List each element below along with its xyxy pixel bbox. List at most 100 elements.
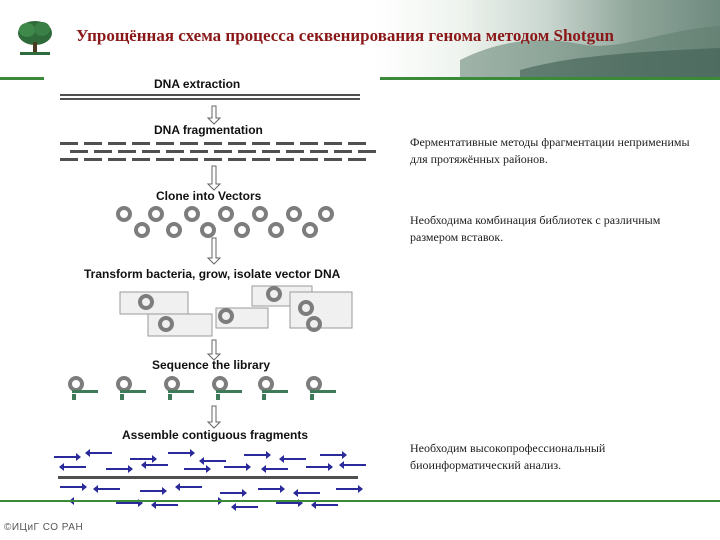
bacteria-cell xyxy=(147,313,213,337)
dna-fragment xyxy=(252,142,270,145)
dna-fragment xyxy=(348,158,366,161)
fragment-arrow-head xyxy=(141,461,146,469)
plasmid-icon xyxy=(268,222,284,238)
dna-fragment xyxy=(324,142,342,145)
dna-fragment xyxy=(276,158,294,161)
dna-fragment xyxy=(190,150,208,153)
plasmid-icon xyxy=(298,300,314,316)
dna-fragment xyxy=(84,142,102,145)
plasmid-icon xyxy=(68,376,84,392)
fragment-arrow-head xyxy=(311,501,316,509)
fragment-arrow-head xyxy=(231,503,236,511)
down-arrow-icon xyxy=(206,105,222,125)
fragment-arrow-head xyxy=(261,465,266,473)
plasmid-icon xyxy=(218,308,234,324)
diagram-shapes xyxy=(54,94,376,511)
fragment-arrow-shaft xyxy=(168,452,190,454)
step-label-transform-bacteria: Transform bacteria, grow, isolate vector… xyxy=(84,267,341,281)
dna-fragment xyxy=(180,142,198,145)
sequence-read xyxy=(216,390,242,393)
fragment-arrow-shaft xyxy=(344,464,366,466)
dna-fragment xyxy=(166,150,184,153)
dna-fragment xyxy=(348,142,366,145)
dna-fragment xyxy=(252,158,270,161)
plasmid-icon xyxy=(158,316,174,332)
dna-fragment xyxy=(238,150,256,153)
dna-fragment xyxy=(262,150,280,153)
slide-title: Упрощённая схема процесса секвенирования… xyxy=(76,26,614,45)
fragment-arrow-head xyxy=(339,461,344,469)
plasmid-icon xyxy=(116,376,132,392)
fragment-arrow-shaft xyxy=(276,502,298,504)
down-arrow-icon xyxy=(206,339,222,361)
sequence-read xyxy=(310,390,336,393)
note-bioinformatics: Необходим высокопрофессиональный биоинфо… xyxy=(410,441,606,472)
fragment-arrow-head xyxy=(342,451,347,459)
fragment-arrow-shaft xyxy=(146,464,168,466)
fragment-arrow-head xyxy=(59,463,64,471)
fragment-arrow-head xyxy=(82,483,87,491)
fragment-arrow-head xyxy=(280,485,285,493)
plasmid-icon xyxy=(318,206,334,222)
dna-fragment xyxy=(358,150,376,153)
sequence-read-tip xyxy=(216,394,220,400)
diagram-canvas: DNA extraction DNA fragmentation Clone i… xyxy=(54,77,376,511)
sequence-read xyxy=(72,390,98,393)
down-arrow-icon xyxy=(206,237,222,265)
plasmid-icon xyxy=(218,206,234,222)
plasmid-icon xyxy=(200,222,216,238)
plasmid-icon xyxy=(306,376,322,392)
fragment-arrow-shaft xyxy=(266,468,288,470)
note-fragmentation: Ферментативные методы фрагментации непри… xyxy=(410,135,690,166)
dna-fragment xyxy=(70,150,88,153)
shotgun-diagram: DNA extraction DNA fragmentation Clone i… xyxy=(44,72,380,518)
sequence-read-tip xyxy=(168,394,172,400)
dna-fragment xyxy=(204,142,222,145)
fragment-arrow-shaft xyxy=(224,466,246,468)
dna-fragment xyxy=(94,150,112,153)
plasmid-icon xyxy=(148,206,164,222)
dna-fragment xyxy=(132,142,150,145)
fragment-arrow-shaft xyxy=(98,488,120,490)
footer-copyright: ©ИЦиГ СО РАН xyxy=(4,522,84,533)
fragment-arrow-shaft xyxy=(204,460,226,462)
plasmid-icon xyxy=(234,222,250,238)
fragment-arrow-shaft xyxy=(320,454,342,456)
fragment-arrow-head xyxy=(128,465,133,473)
fragment-arrow-shaft xyxy=(60,486,82,488)
dna-fragment xyxy=(108,142,126,145)
landscape-decoration xyxy=(460,26,720,78)
contig-line xyxy=(58,476,358,479)
fragment-arrow-head xyxy=(358,485,363,493)
fragment-arrow-shaft xyxy=(54,456,76,458)
fragment-arrow-head xyxy=(85,449,90,457)
fragment-arrow-head xyxy=(76,453,81,461)
dna-fragment xyxy=(228,142,246,145)
dna-fragment xyxy=(132,158,150,161)
dna-fragment xyxy=(204,158,222,161)
dna-strand xyxy=(60,98,360,100)
sequence-read xyxy=(168,390,194,393)
fragment-arrow-shaft xyxy=(116,502,138,504)
dna-fragment xyxy=(324,158,342,161)
plasmid-icon xyxy=(258,376,274,392)
slide-header: Упрощённая схема процесса секвенирования… xyxy=(0,0,720,78)
dna-fragment xyxy=(334,150,352,153)
plasmid-icon xyxy=(252,206,268,222)
dna-fragment xyxy=(60,142,78,145)
plasmid-icon xyxy=(138,294,154,310)
fragment-arrow-head xyxy=(190,449,195,457)
note-library-combination: Необходима комбинация библиотек с различ… xyxy=(410,213,661,244)
sequence-read xyxy=(120,390,146,393)
dna-fragment xyxy=(214,150,232,153)
dna-fragment xyxy=(118,150,136,153)
fragment-arrow-head xyxy=(93,485,98,493)
fragment-arrow-shaft xyxy=(140,490,162,492)
dna-fragment xyxy=(156,158,174,161)
fragment-arrow-head xyxy=(206,465,211,473)
plasmid-icon xyxy=(286,206,302,222)
fragment-arrow-head xyxy=(199,457,204,465)
fragment-arrow-shaft xyxy=(90,452,112,454)
dna-strand xyxy=(60,94,360,96)
fragment-arrow-shaft xyxy=(244,454,266,456)
